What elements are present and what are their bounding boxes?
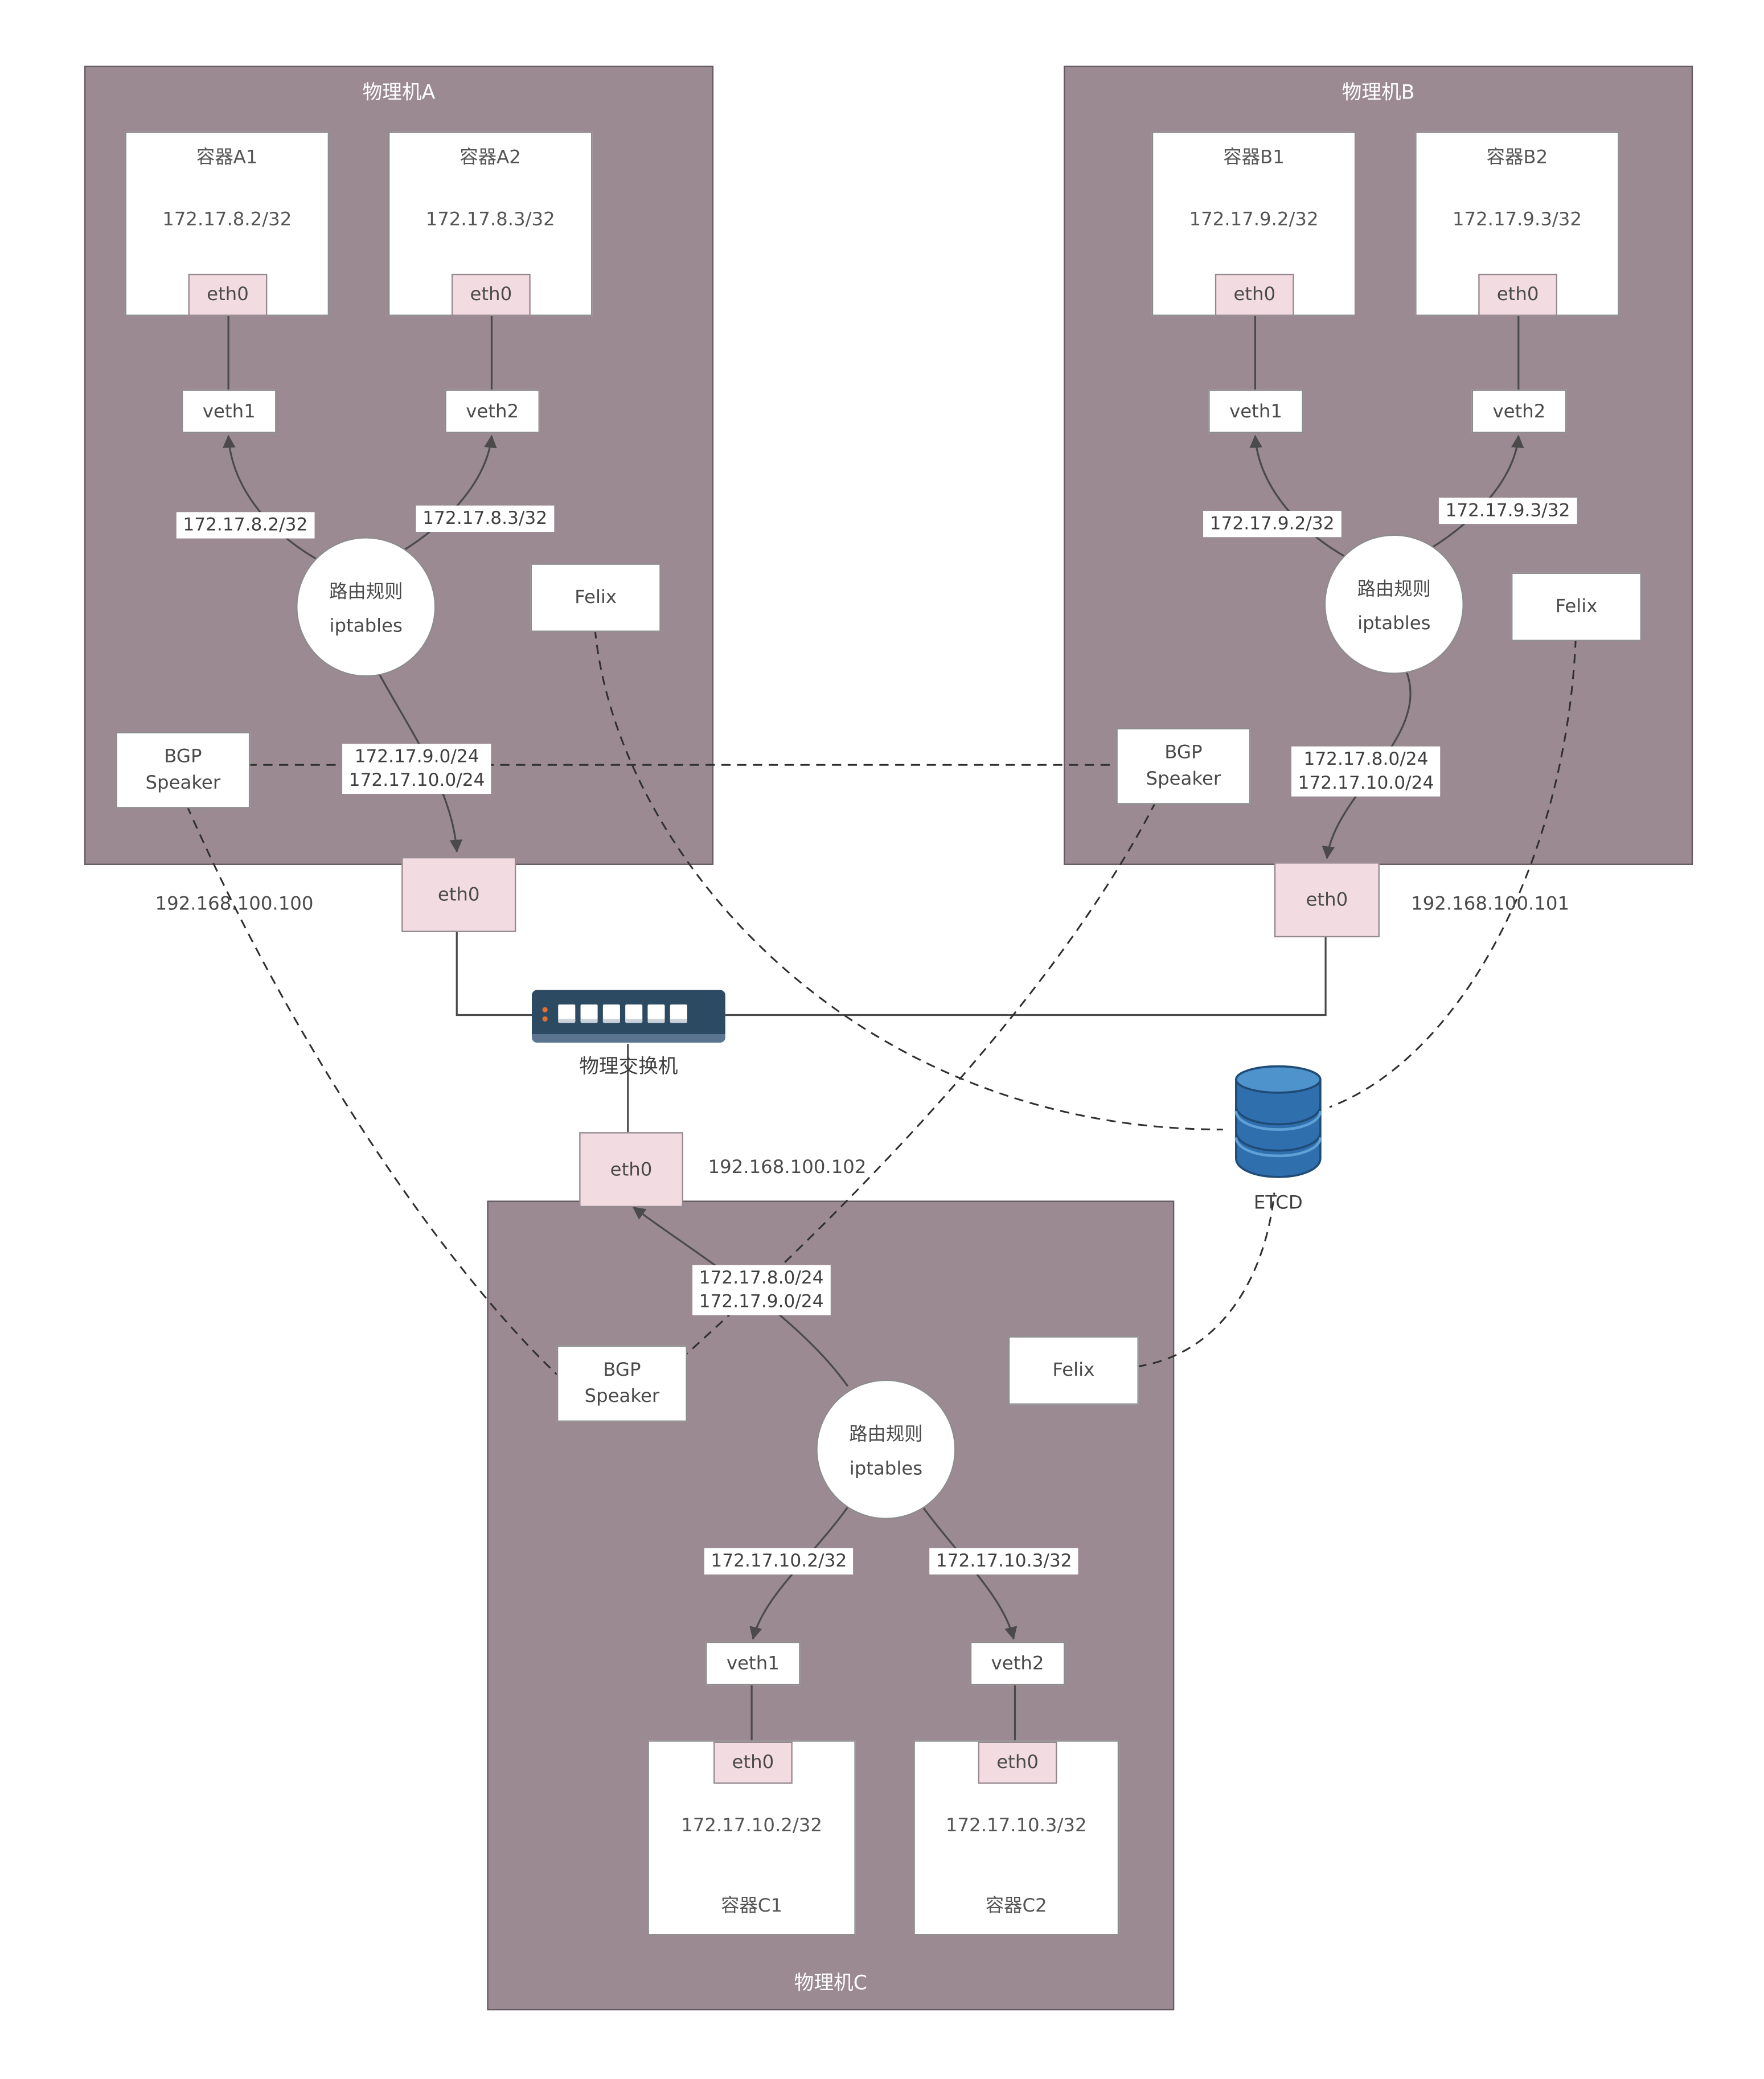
container-b2-eth0: eth0 [1478,273,1557,316]
advertised-routes-a: 172.17.9.0/24 172.17.10.0/24 [342,744,492,795]
routing-rules-circle-c: 路由规则 iptables [816,1379,956,1519]
advertised-routes-a-line1: 172.17.9.0/24 [354,746,479,768]
container-c2-title: 容器C2 [985,1896,1047,1917]
bgp-speaker-a: BGP Speaker [116,732,251,809]
felix-c: Felix [1008,1336,1139,1405]
container-c2: eth0 172.17.10.3/32 容器C2 [913,1740,1119,1936]
switch-led-dots [542,1006,548,1021]
wire-b-iptables-veth1 [1249,434,1349,559]
host-eth0-c: eth0 [579,1132,683,1208]
route-label-a2: 172.17.8.3/32 [416,505,554,532]
container-b2-title: 容器B2 [1486,147,1548,169]
wire-a-iptables-veth1 [223,434,321,562]
machine-c-title: 物理机C [794,1970,867,1995]
container-c1-ip: 172.17.10.2/32 [681,1815,822,1837]
container-c1: eth0 172.17.10.2/32 容器C1 [647,1740,856,1936]
container-b2-ip: 172.17.9.3/32 [1452,209,1582,231]
wire-felix-a-etcd [594,629,1223,1131]
routing-rules-c-line1: 路由规则 [849,1424,923,1445]
advertised-routes-a-line2: 172.17.10.0/24 [348,770,485,792]
container-c1-title: 容器C1 [721,1896,783,1917]
machine-b-title: 物理机B [1342,80,1415,104]
routing-rules-a-line1: 路由规则 [329,581,403,602]
container-a2-eth0: eth0 [451,273,531,316]
wire-felix-b-etcd [1329,638,1577,1108]
physical-switch-label: 物理交换机 [579,1054,678,1079]
veth2-a: veth2 [445,389,540,433]
veth2-c: veth2 [970,1641,1065,1686]
routing-rules-b-line2: iptables [1357,613,1431,634]
veth2-b: veth2 [1471,389,1567,433]
wire-felix-c-etcd [1137,1192,1275,1368]
wire-hostb-switch [725,934,1327,1016]
routing-rules-c-line2: iptables [849,1458,923,1479]
host-eth0-a: eth0 [401,857,516,932]
route-label-c2: 172.17.10.3/32 [929,1548,1079,1575]
container-b1-ip: 172.17.9.2/32 [1189,209,1319,231]
advertised-routes-c-line1: 172.17.8.0/24 [699,1268,824,1289]
host-eth0-b: eth0 [1274,862,1380,938]
container-a2-ip: 172.17.8.3/32 [425,209,555,231]
wire-a-iptables-veth2 [401,434,497,553]
machine-a-title: 物理机A [362,80,436,104]
etcd-icon [1225,1061,1331,1187]
host-ip-c: 192.168.100.102 [708,1157,867,1179]
host-ip-a: 192.168.100.100 [155,893,314,915]
etcd-label: ETCD [1253,1192,1303,1214]
bgp-speaker-b: BGP Speaker [1116,728,1251,805]
container-a1-ip: 172.17.8.2/32 [162,209,292,231]
felix-a: Felix [530,563,661,632]
veth1-a: veth1 [182,389,277,433]
physical-switch-icon [532,990,725,1043]
dashed-connectors [186,629,1577,1375]
felix-b: Felix [1511,572,1642,641]
advertised-routes-b: 172.17.8.0/24 172.17.10.0/24 [1291,746,1441,797]
advertised-routes-c: 172.17.8.0/24 172.17.9.0/24 [692,1265,831,1316]
wire-hosta-switch [456,929,532,1016]
advertised-routes-b-line1: 172.17.8.0/24 [1303,749,1429,770]
route-label-c1: 172.17.10.2/32 [704,1548,854,1575]
routing-rules-circle-b: 路由规则 iptables [1324,534,1464,674]
routing-rules-a-line2: iptables [329,615,403,637]
wire-b-iptables-veth2 [1429,434,1524,550]
advertised-routes-b-line2: 172.17.10.0/24 [1298,773,1434,794]
container-a1-title: 容器A1 [196,147,258,169]
route-label-b2: 172.17.9.3/32 [1438,497,1577,524]
routing-rules-circle-a: 路由规则 iptables [296,537,436,677]
bgp-speaker-b-label: BGP Speaker [1146,742,1221,790]
container-a1-eth0: eth0 [188,273,268,316]
routing-rules-b-line1: 路由规则 [1357,579,1431,600]
host-ip-b: 192.168.100.101 [1411,893,1570,915]
route-label-a1: 172.17.8.2/32 [176,512,314,539]
container-c2-eth0: eth0 [978,1741,1057,1784]
bgp-speaker-c-label: BGP Speaker [584,1359,660,1408]
bgp-speaker-a-label: BGP Speaker [145,746,221,794]
container-a1: 容器A1 172.17.8.2/32 eth0 [125,132,329,316]
container-c1-eth0: eth0 [713,1741,793,1784]
route-label-b1: 172.17.9.2/32 [1203,511,1342,538]
container-a2: 容器A2 172.17.8.3/32 eth0 [388,132,593,316]
switch-ports [558,1004,687,1023]
container-c2-ip: 172.17.10.3/32 [945,1815,1087,1837]
container-b2: 容器B2 172.17.9.3/32 eth0 [1415,132,1619,316]
veth1-c: veth1 [705,1641,801,1686]
container-a2-title: 容器A2 [460,147,521,169]
container-b1: 容器B1 172.17.9.2/32 eth0 [1151,132,1356,316]
container-b1-title: 容器B1 [1223,147,1285,169]
wire-bgp-a-c [186,805,557,1375]
advertised-routes-c-line2: 172.17.9.0/24 [699,1291,824,1313]
bgp-speaker-c: BGP Speaker [556,1345,687,1422]
container-b1-eth0: eth0 [1215,273,1294,316]
veth1-b: veth1 [1208,389,1303,433]
